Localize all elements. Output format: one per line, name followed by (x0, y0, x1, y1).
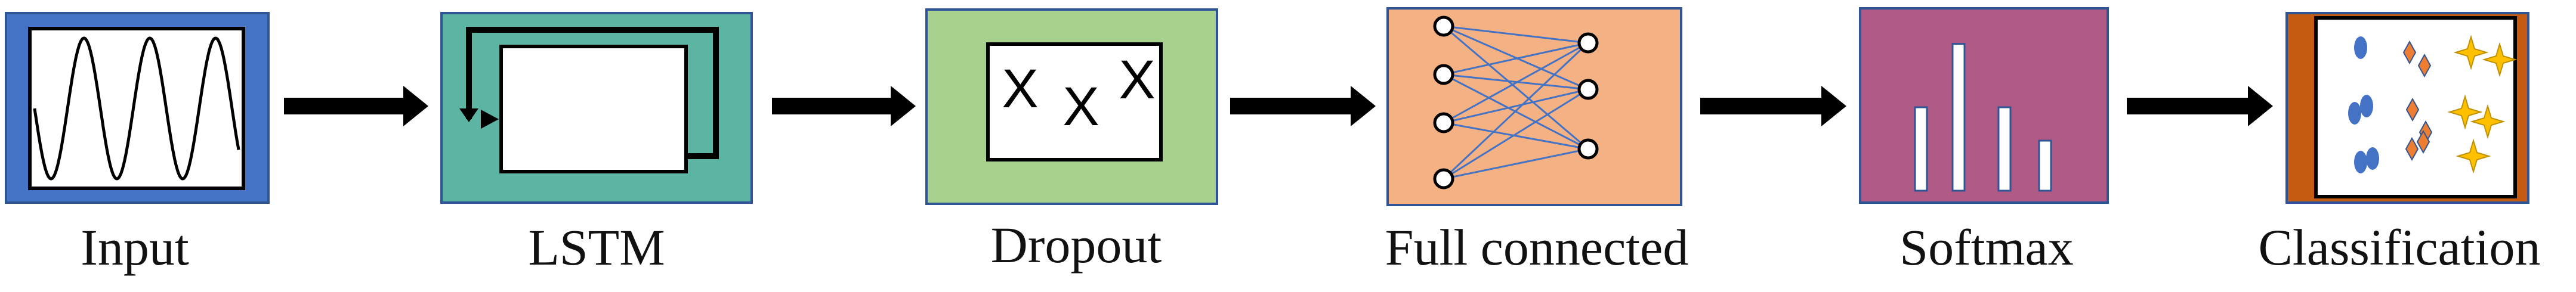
dropout-mark: X (1062, 76, 1099, 137)
arrow-shaft (284, 98, 403, 114)
fully-connected-block (1386, 7, 1682, 206)
input-label: Input (81, 219, 189, 276)
network-edge (1443, 42, 1589, 180)
dropout-block: X X X (925, 8, 1218, 205)
classification-block (2285, 12, 2529, 204)
softmax-bars (1914, 43, 2052, 192)
arrow-shaft (772, 98, 891, 114)
network-node (1577, 32, 1599, 54)
network-edge (1443, 25, 1589, 44)
ellipse-icon (2366, 147, 2379, 170)
arrow-head (2248, 86, 2273, 126)
lstm-block (440, 12, 753, 204)
network-edge (1443, 88, 1589, 180)
softmax-bar (1997, 106, 2012, 192)
diamond-icon (2417, 53, 2432, 78)
star-icon (2482, 42, 2518, 77)
softmax-bar (2038, 139, 2052, 192)
dropout-mark: X (1119, 49, 1155, 110)
network-graph (1433, 15, 1599, 190)
lstm-label: LSTM (528, 219, 665, 276)
diamond-icon (2405, 97, 2420, 122)
network-node (1433, 168, 1454, 190)
ellipse-icon (2354, 36, 2367, 59)
sine-wave-icon (33, 36, 240, 181)
network-edge (1443, 25, 1589, 150)
star-icon (2455, 138, 2491, 174)
network-node (1577, 79, 1599, 100)
recurrent-loop-arrowhead-tip (481, 110, 499, 129)
diamond-icon (2416, 129, 2430, 154)
network-edge (1443, 122, 1589, 150)
ellipse-icon (2348, 102, 2361, 125)
ellipse-icon (2360, 95, 2373, 117)
arrow-head (1821, 86, 1846, 126)
arrow-shaft (1230, 98, 1351, 114)
network-node (1433, 64, 1454, 85)
dropout-label: Dropout (990, 216, 1162, 274)
ellipse-icon (2354, 151, 2367, 173)
fully-connected-block-frame (1386, 7, 1682, 206)
dropout-inner-panel (986, 42, 1163, 161)
arrow-head (891, 86, 916, 126)
dropout-mark: X (1002, 58, 1038, 119)
arrow-shaft (1700, 98, 1821, 114)
diamond-icon (2405, 136, 2419, 161)
diamond-icon (2402, 40, 2417, 65)
recurrent-loop-line (466, 27, 719, 159)
star-icon (2453, 35, 2489, 70)
classification-icons (2348, 35, 2518, 174)
softmax-block-frame (1859, 7, 2109, 204)
softmax-bar (1951, 43, 1966, 192)
recurrent-loop-arrowhead (459, 108, 478, 122)
network-edge (1443, 148, 1589, 180)
star-icon (2447, 94, 2483, 130)
network-edge (1443, 88, 1589, 124)
arrow-head (403, 86, 428, 126)
classification-label: Classification (2258, 219, 2541, 276)
arrow-head (1351, 86, 1376, 126)
softmax-bar (1914, 106, 1928, 192)
network-node (1577, 138, 1599, 160)
star-icon (2470, 104, 2506, 139)
network-node (1433, 112, 1454, 133)
softmax-label: Softmax (1899, 219, 2074, 276)
network-edge (1443, 42, 1589, 124)
arrow-shaft (2127, 98, 2248, 114)
softmax-block (1859, 7, 2109, 204)
connection-arrows (284, 86, 2273, 126)
input-signal-panel (28, 27, 245, 190)
network-node (1433, 15, 1454, 37)
lstm-cell (499, 45, 688, 173)
network-edge (1443, 42, 1589, 76)
full-connected-label: Full connected (1385, 219, 1689, 276)
input-block (5, 12, 270, 204)
